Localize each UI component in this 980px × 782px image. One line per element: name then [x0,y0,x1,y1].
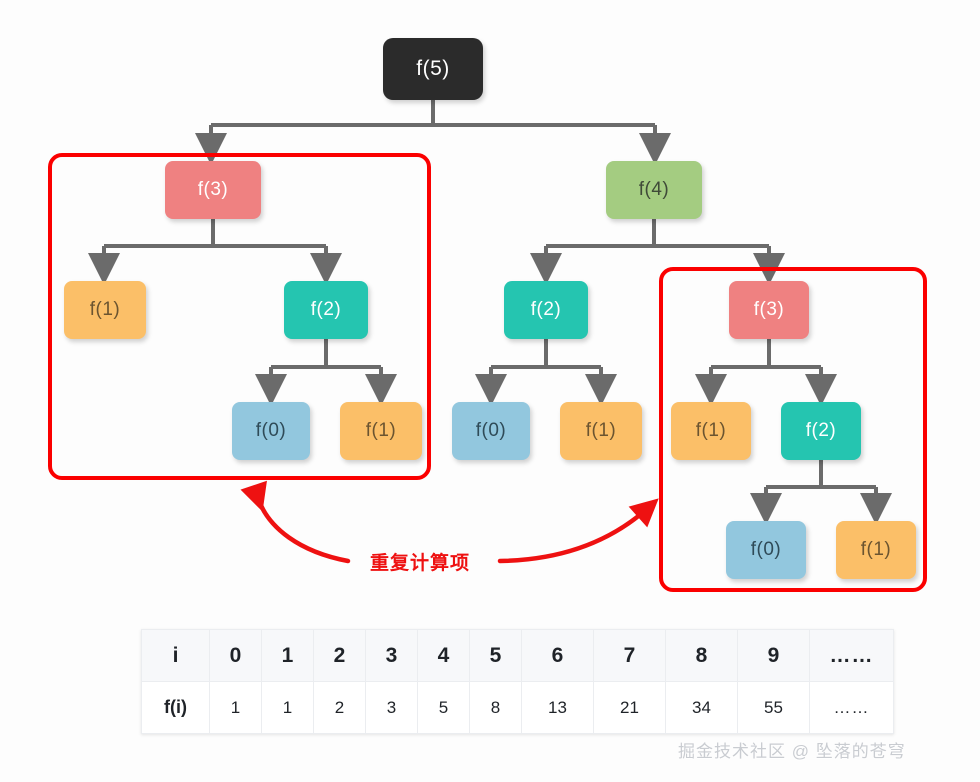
table-cell: 1 [261,681,314,734]
table-cell: 2 [313,681,366,734]
table-cell: 6 [521,629,594,682]
highlight-box-hl-right [659,267,927,592]
tree-node-label: f(2) [805,420,837,441]
table-row-header-cell: i [141,629,210,682]
tree-node-label: f(1) [860,539,892,560]
tree-node-label: f(1) [585,420,617,441]
table-cell: 8 [469,681,522,734]
tree-node-n10: f(3) [729,281,809,339]
table-cell: 5 [469,629,522,682]
tree-node-n8: f(0) [452,402,530,460]
tree-node-label: f(1) [89,299,121,320]
table-cell: 55 [737,681,810,734]
table-cell: 2 [313,629,366,682]
tree-node-label: f(0) [750,539,782,560]
table-cell: 3 [365,681,418,734]
table-cell: 7 [593,629,666,682]
table-cell: …… [809,629,894,682]
tree-node-n6: f(1) [340,402,422,460]
table-cell: 5 [417,681,470,734]
tree-node-label: f(0) [255,420,287,441]
tree-node-label: f(2) [310,299,342,320]
tree-node-label: f(1) [695,420,727,441]
tree-node-n7: f(2) [504,281,588,339]
tree-node-n2: f(4) [606,161,702,219]
tree-node-label: f(1) [365,420,397,441]
tree-node-label: f(3) [753,299,785,320]
table-cell: …… [809,681,894,734]
tree-node-n0: f(5) [383,38,483,100]
table-cell: 4 [417,629,470,682]
tree-node-n9: f(1) [560,402,642,460]
table-cell: 9 [737,629,810,682]
table-cell: 34 [665,681,738,734]
tree-node-n14: f(1) [836,521,916,579]
table-cell: 3 [365,629,418,682]
table-cell: 13 [521,681,594,734]
tree-node-n4: f(2) [284,281,368,339]
tree-node-label: f(5) [416,57,450,80]
table-cell: 0 [209,629,262,682]
highlight-box-hl-left [48,153,431,480]
tree-node-label: f(0) [475,420,507,441]
tree-node-label: f(3) [197,179,229,200]
tree-node-label: f(2) [530,299,562,320]
tree-node-n11: f(1) [671,402,751,460]
duplicate-annotation-arrow [240,480,659,564]
tree-node-n1: f(3) [165,161,261,219]
table-row-header-cell: f(i) [141,681,210,734]
annot-arrow-right [497,498,659,564]
table-cell: 1 [209,681,262,734]
table-cell: 21 [593,681,666,734]
tree-edges [88,100,892,525]
watermark-text: 掘金技术社区 @ 坠落的苍穹 [678,742,906,761]
tree-node-n5: f(0) [232,402,310,460]
tree-node-n13: f(0) [726,521,806,579]
table-cell: 8 [665,629,738,682]
duplicate-computation-label: 重复计算项 [370,553,471,574]
annot-arrow-left [240,480,351,564]
tree-node-label: f(4) [638,179,670,200]
tree-node-n12: f(2) [781,402,861,460]
tree-node-n3: f(1) [64,281,146,339]
table-cell: 1 [261,629,314,682]
